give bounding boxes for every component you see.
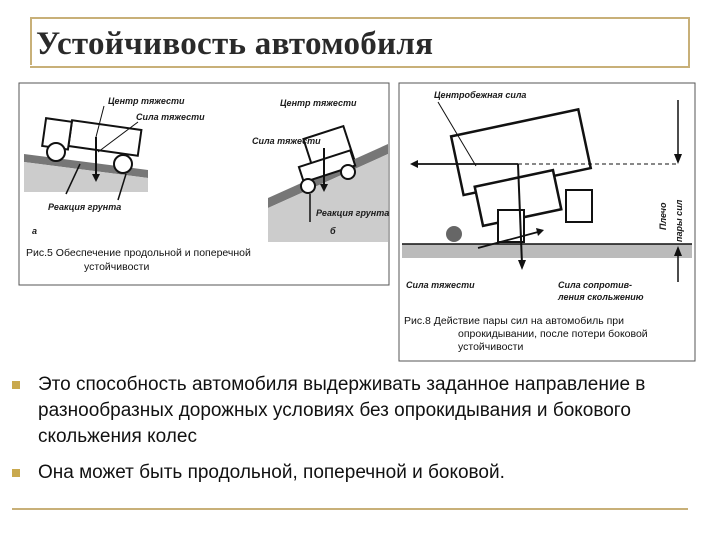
- label-resistance-line1: Сила сопротив-: [558, 280, 632, 290]
- label-letter-a: а: [32, 226, 37, 236]
- bullet-list: Это способность автомобиля выдерживать з…: [12, 372, 702, 496]
- truck-rear-icon-b: [297, 124, 357, 194]
- title-underline: [30, 66, 690, 68]
- bullet-item-1: Это способность автомобиля выдерживать з…: [12, 372, 702, 450]
- figure-force-couple-overturning: Центробежная сила Плечо пары сил Сила тя…: [398, 82, 696, 362]
- figure1-caption-line1: Рис.5 Обеспечение продольной и поперечно…: [26, 247, 251, 259]
- label-force-pair: пары сил: [674, 199, 684, 242]
- label-center-of-mass-b: Центр тяжести: [280, 98, 357, 108]
- label-letter-b: б: [330, 226, 336, 236]
- figure1-caption-line2: устойчивости: [84, 261, 149, 273]
- top-frame-line: [30, 17, 690, 19]
- bottom-frame-line: [12, 508, 688, 510]
- label-gravity-a: Сила тяжести: [136, 112, 205, 122]
- bullet-text-1: Это способность автомобиля выдерживать з…: [38, 374, 646, 447]
- label-centrifugal-force: Центробежная сила: [434, 90, 526, 100]
- bullet-marker-icon: [12, 381, 20, 389]
- truck-icon-a: [41, 117, 143, 174]
- label-ground-reaction-b: Реакция грунта: [316, 208, 389, 218]
- left-frame-line: [30, 17, 32, 65]
- label-center-of-mass-a: Центр тяжести: [108, 96, 185, 106]
- label-gravity-b: Сила тяжести: [252, 136, 321, 146]
- bullet-marker-icon: [12, 469, 20, 477]
- bullet-item-2: Она может быть продольной, поперечной и …: [12, 460, 702, 486]
- figure2-caption-line3: устойчивости: [458, 341, 523, 353]
- figure-longitudinal-lateral-stability: Центр тяжести Сила тяжести Реакция грунт…: [18, 82, 390, 286]
- label-ground-reaction-a: Реакция грунта: [48, 202, 121, 212]
- label-gravity: Сила тяжести: [406, 280, 475, 290]
- figure2-caption-line2: опрокидывании, после потери боковой: [458, 328, 648, 340]
- label-resistance-line2: ления скольжению: [557, 292, 644, 302]
- slide-title: Устойчивость автомобиля: [36, 26, 434, 62]
- bullet-text-2: Она может быть продольной, поперечной и …: [38, 462, 505, 483]
- right-frame-line: [688, 17, 690, 67]
- figure2-caption-line1: Рис.8 Действие пары сил на автомобиль пр…: [404, 315, 624, 327]
- label-arm: Плечо: [658, 202, 668, 230]
